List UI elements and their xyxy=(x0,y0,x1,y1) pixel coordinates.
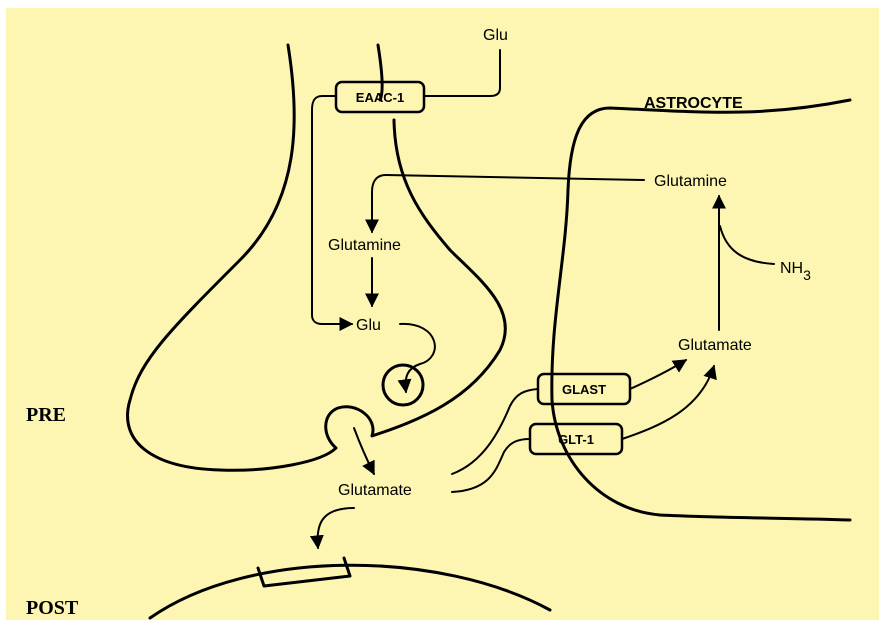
glt1-label: GLT-1 xyxy=(558,432,594,447)
diagram-background xyxy=(6,8,879,620)
astrocyte-label: ASTROCYTE xyxy=(644,95,743,112)
glutamine-astrocyte-label: Glutamine xyxy=(654,173,727,190)
glu-extracellular-label: Glu xyxy=(483,27,508,44)
pre-label: PRE xyxy=(26,404,66,426)
glutamine-presynaptic-label: Glutamine xyxy=(328,237,401,254)
eaac1-label: EAAC-1 xyxy=(356,90,404,105)
post-label: POST xyxy=(26,597,79,619)
glu-presynaptic-label: Glu xyxy=(356,317,381,334)
glutamate-cleft-label: Glutamate xyxy=(338,482,412,499)
glast-label: GLAST xyxy=(562,382,606,397)
glutamate-astrocyte-label: Glutamate xyxy=(678,337,752,354)
